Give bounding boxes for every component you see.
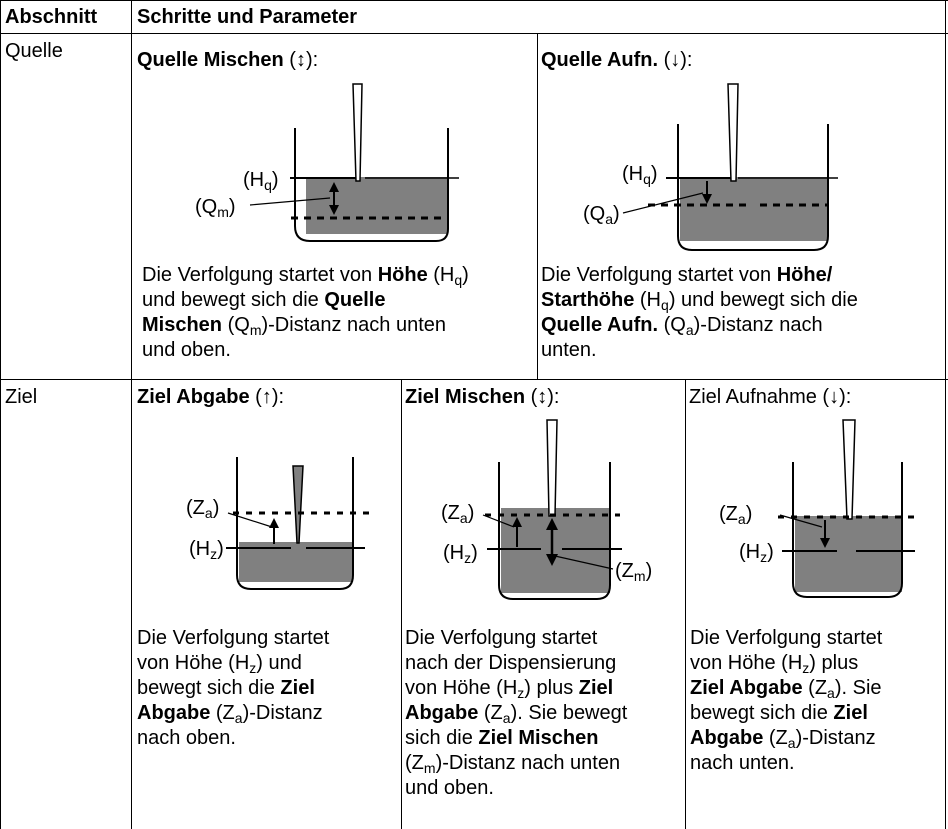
header-steps: Schritte und Parameter — [137, 6, 358, 28]
source-asp-desc-line4: unten. — [541, 339, 597, 361]
source-mix-title: Quelle Mischen (↕): — [137, 49, 319, 71]
target-disp-desc-line2: von Höhe (Hz) und — [137, 652, 302, 676]
target-mix-desc-line6: (Zm)-Distanz nach unten — [405, 752, 621, 776]
source-asp-label-a: (Qa) — [583, 203, 620, 227]
target-disp-desc-line1: Die Verfolgung startet — [137, 627, 330, 649]
target-mix-label-a: (Za) — [441, 502, 475, 526]
target-disp-desc-line5: nach oben. — [137, 727, 236, 749]
table-rule-top — [0, 0, 948, 1]
row-label-source: Quelle — [5, 40, 63, 62]
target-mix-desc-line7: und oben. — [405, 777, 494, 799]
target-disp-desc-line4: Abgabe (Za)-Distanz — [137, 702, 323, 726]
target-mix-title: Ziel Mischen (↕): — [405, 386, 560, 408]
target-asp-title: Ziel Aufnahme (↓): — [689, 386, 852, 408]
target-asp-desc-line5: Abgabe (Za)-Distanz — [690, 727, 876, 751]
table-rule-col1 — [131, 0, 132, 829]
target-asp-desc-line2: von Höhe (Hz) plus — [690, 652, 859, 676]
target-disp-label-a: (Za) — [186, 497, 220, 521]
target-mix-desc-line1: Die Verfolgung startet — [405, 627, 598, 649]
target-disp-desc-line3: bewegt sich die Ziel — [137, 677, 315, 699]
table-rule-header — [0, 33, 948, 34]
source-mix-desc-line2: und bewegt sich die Quelle — [142, 289, 386, 311]
target-mix-desc-line2: nach der Dispensierung — [405, 652, 617, 674]
header-section: Abschnitt — [5, 6, 98, 28]
row-label-target: Ziel — [5, 386, 38, 408]
target-mix-desc-line5: sich die Ziel Mischen — [405, 727, 599, 749]
table-rule-source-split — [537, 33, 538, 380]
target-asp-desc-line1: Die Verfolgung startet — [690, 627, 883, 649]
target-asp-label-h: (Hz) — [739, 541, 774, 565]
source-mix-label-h: (Hq) — [243, 169, 279, 193]
target-asp-desc-line6: nach unten. — [690, 752, 795, 774]
source-asp-desc-line1: Die Verfolgung startet von Höhe/ — [541, 264, 833, 286]
source-asp-title: Quelle Aufn. (↓): — [541, 49, 693, 71]
target-mix-label-h: (Hz) — [443, 542, 478, 566]
source-mix-desc-line4: und oben. — [142, 339, 231, 361]
target-mix-desc-line3: von Höhe (Hz) plus Ziel — [405, 677, 614, 701]
target-mix-label-m: (Zm) — [615, 560, 653, 584]
table-rule-target-split2 — [685, 379, 686, 829]
table-rule-target-split1 — [401, 379, 402, 829]
source-mix-desc-line1: Die Verfolgung startet von Höhe (Hq) — [142, 264, 469, 288]
source-asp-desc-line3: Quelle Aufn. (Qa)-Distanz nach — [541, 314, 823, 338]
table-rule-right — [945, 0, 946, 829]
target-asp-desc-line3: Ziel Abgabe (Za). Sie — [690, 677, 882, 701]
source-asp-desc-line2: Starthöhe (Hq) und bewegt sich die — [541, 289, 858, 313]
target-asp-desc-line4: bewegt sich die Ziel — [690, 702, 868, 724]
source-mix-desc-line3: Mischen (Qm)-Distanz nach unten — [142, 314, 447, 338]
table-rule-left — [0, 0, 1, 829]
target-asp-label-a: (Za) — [719, 503, 753, 527]
target-mix-desc-line4: Abgabe (Za). Sie bewegt — [405, 702, 628, 726]
table-rule-row — [0, 379, 948, 380]
source-mix-label-m: (Qm) — [195, 196, 236, 220]
target-disp-label-h: (Hz) — [189, 538, 224, 562]
target-disp-title: Ziel Abgabe (↑): — [137, 386, 285, 408]
source-asp-label-h: (Hq) — [622, 163, 658, 187]
